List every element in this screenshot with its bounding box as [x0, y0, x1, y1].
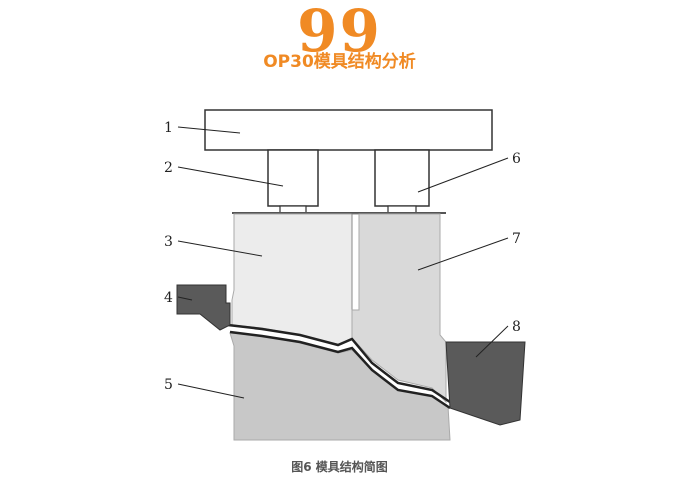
label-1: 1	[164, 120, 173, 136]
right-side-block	[445, 341, 526, 426]
right-punch	[374, 149, 430, 207]
left-punch-neck	[279, 205, 307, 214]
label-2: 2	[164, 160, 173, 176]
right-upper-die	[351, 213, 447, 404]
top-plate	[204, 109, 493, 151]
label-6: 6	[512, 151, 521, 167]
quote-mark-icon: 99	[297, 0, 382, 65]
slot	[351, 213, 360, 311]
label-4: 4	[164, 290, 173, 306]
label-5: 5	[164, 377, 173, 393]
left-side-block	[176, 284, 231, 331]
label-7: 7	[512, 231, 521, 247]
sheet-part	[227, 323, 451, 404]
label-3: 3	[164, 234, 173, 250]
section-title: OP30模具结构分析	[263, 52, 416, 72]
left-upper-die	[231, 213, 353, 346]
figure-caption: 图6 模具结构简图	[291, 460, 388, 474]
left-punch	[267, 149, 319, 207]
right-punch-neck	[387, 205, 417, 214]
label-8: 8	[512, 319, 521, 335]
